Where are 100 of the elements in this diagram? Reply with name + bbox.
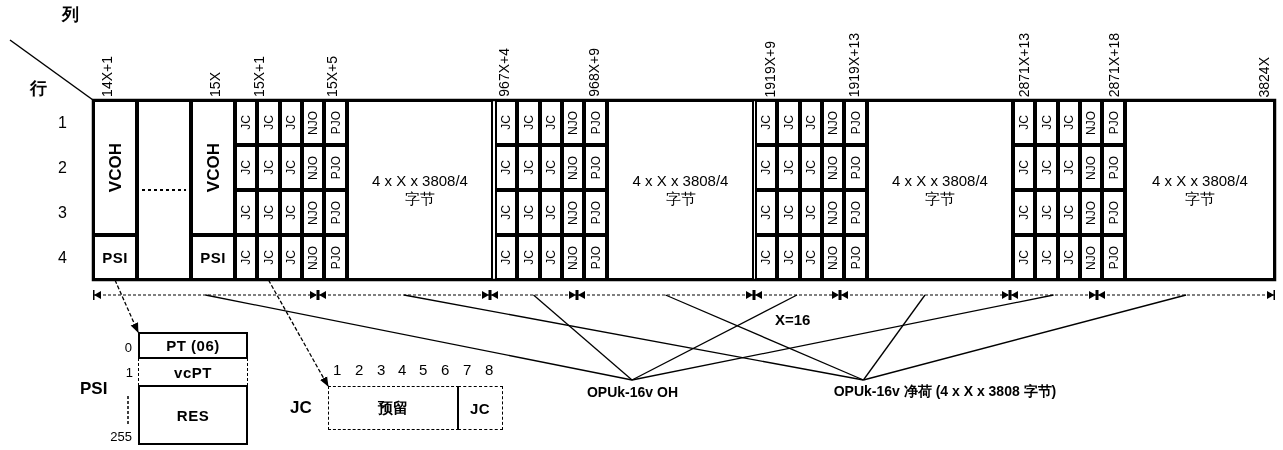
- cell-label: PJO: [1107, 110, 1120, 135]
- justification-cell: [1013, 190, 1035, 235]
- callout-label: OPUk-16v 净荷 (4 x X x 3808 字节): [775, 380, 1115, 404]
- jc-byte-field: [328, 386, 459, 430]
- column-number: 1919X+9: [763, 40, 777, 97]
- bit-number: 2: [355, 362, 364, 377]
- parameter-label: X=16: [775, 312, 811, 327]
- cell-label: JC: [262, 250, 275, 265]
- justification-cell: [1080, 235, 1102, 280]
- justification-cell: [584, 190, 607, 235]
- cell-label: JC: [285, 250, 297, 265]
- justification-cell: [800, 235, 822, 280]
- justification-cell: [280, 100, 302, 145]
- cell-label: JC: [782, 115, 795, 130]
- cell-label: JC: [1040, 250, 1053, 265]
- cell-label: NJO: [1085, 245, 1097, 270]
- bit-number: 3: [377, 362, 386, 377]
- justification-cell: [302, 190, 324, 235]
- bit-number: 1: [333, 362, 342, 377]
- cell-label: JC: [1063, 160, 1075, 175]
- field-label: PT (06): [166, 337, 220, 354]
- dimension-segment: [754, 290, 840, 300]
- justification-cell: [777, 190, 800, 235]
- row-number: 4: [58, 250, 67, 266]
- justification-cell: [540, 190, 562, 235]
- justification-cell: [280, 235, 302, 280]
- cell-label: PJO: [329, 155, 342, 180]
- cell-label: JC: [1018, 115, 1030, 130]
- jc-byte-field: [458, 386, 503, 430]
- justification-cell: [235, 235, 257, 280]
- justification-cell: [800, 190, 822, 235]
- justification-cell: [517, 145, 540, 190]
- cell-label: JC: [545, 160, 557, 175]
- cell-label: JC: [1063, 115, 1075, 130]
- row-index: 0: [124, 340, 132, 354]
- cell-label: VCOH: [204, 142, 222, 193]
- cell-label: JC: [760, 205, 772, 220]
- payload-text: 4 x X x 3808/4: [632, 172, 729, 190]
- row-number: 1: [58, 115, 67, 131]
- cell-label: JC: [1018, 205, 1030, 220]
- column-number: 1919X+13: [847, 32, 861, 97]
- justification-cell: [584, 145, 607, 190]
- justification-cell: [562, 100, 584, 145]
- cell-label: JC: [522, 115, 535, 130]
- leader-line: [862, 294, 926, 381]
- justification-cell: [302, 235, 324, 280]
- justification-cell: [1080, 145, 1102, 190]
- justification-cell: [584, 100, 607, 145]
- justification-cell: [562, 145, 584, 190]
- cell-label: JC: [760, 115, 772, 130]
- cell-label: JC: [782, 205, 795, 220]
- cell-label: PJO: [589, 200, 602, 225]
- justification-cell: [1080, 100, 1102, 145]
- justification-cell: [302, 100, 324, 145]
- justification-cell: [1102, 190, 1125, 235]
- justification-cell: [1058, 190, 1080, 235]
- justification-cell: [584, 235, 607, 280]
- justification-cell: [777, 145, 800, 190]
- justification-cell: [844, 235, 867, 280]
- bit-number: 5: [419, 362, 428, 377]
- cell-label: JC: [500, 115, 512, 130]
- justification-cell: [1102, 145, 1125, 190]
- justification-cell: [324, 100, 347, 145]
- cell-label: JC: [240, 160, 252, 175]
- column-axis-label: 列: [62, 6, 79, 23]
- justification-cell: [540, 100, 562, 145]
- justification-cell: [844, 100, 867, 145]
- cell-label: PJO: [589, 110, 602, 135]
- cell-label: NJO: [567, 245, 579, 270]
- justification-cell: [755, 145, 777, 190]
- cell-label: JC: [805, 160, 817, 175]
- justification-cell: [755, 190, 777, 235]
- column-number: 968X+9: [587, 48, 601, 97]
- arrow: [267, 279, 329, 387]
- field-label: vcPT: [174, 363, 212, 381]
- cell-label: PSI: [200, 249, 226, 266]
- cell-label: NJO: [1085, 155, 1097, 180]
- justification-cell: [517, 100, 540, 145]
- justification-cell: [844, 190, 867, 235]
- justification-cell: [517, 190, 540, 235]
- cell-label: PJO: [329, 110, 342, 135]
- payload-text: 4 x X x 3808/4: [892, 172, 988, 190]
- payload-area: [347, 100, 493, 280]
- justification-cell: [844, 145, 867, 190]
- justification-cell: [1058, 100, 1080, 145]
- dimension-segment: [93, 290, 318, 300]
- cell-label: PJO: [589, 245, 602, 270]
- payload-text: 4 x X x 3808/4: [1152, 172, 1248, 190]
- cell-label: NJO: [1085, 110, 1097, 135]
- dimension-segment: [490, 290, 577, 300]
- cell-label: JC: [1063, 205, 1075, 220]
- cell-label: NJO: [827, 200, 839, 225]
- cell-label: JC: [545, 115, 557, 130]
- cell-label: JC: [522, 160, 535, 175]
- cell-label: JC: [805, 250, 817, 265]
- justification-cell: [495, 145, 517, 190]
- psi-cell: [93, 235, 137, 280]
- cell-label: JC: [522, 205, 535, 220]
- cell-label: JC: [805, 115, 817, 130]
- column-number: 2871X+18: [1107, 32, 1121, 97]
